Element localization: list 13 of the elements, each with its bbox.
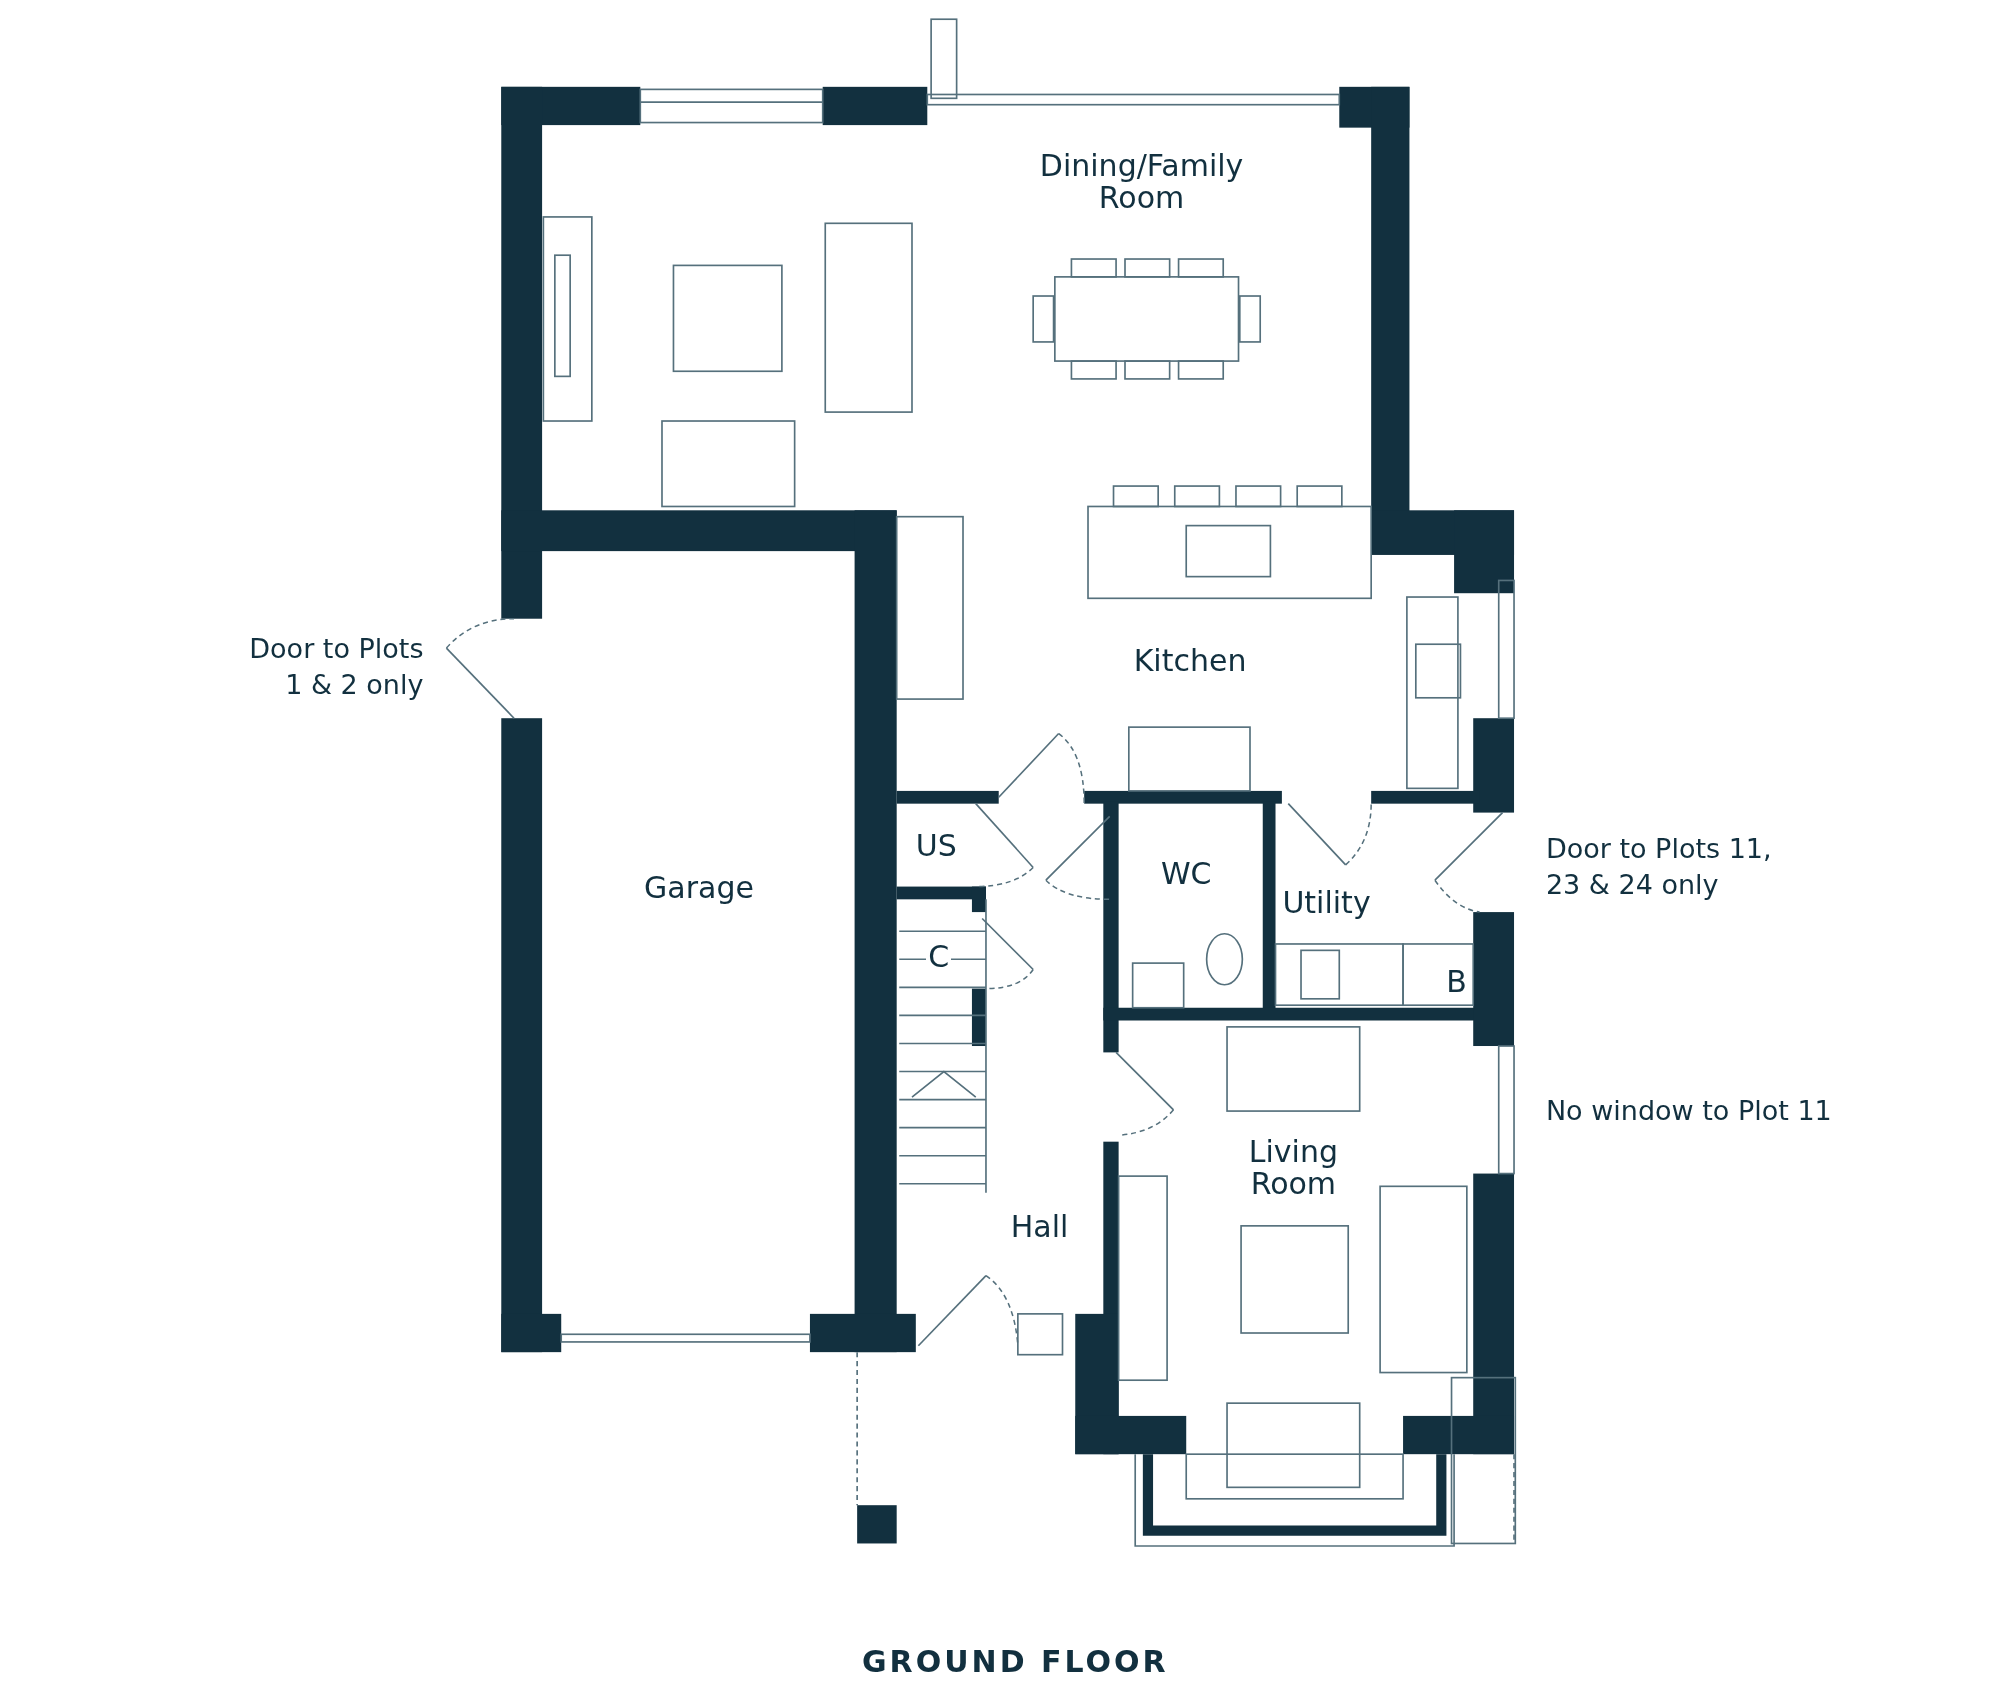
room-label: Dining/Family Room [1038,150,1245,215]
room-label: B [1446,966,1467,999]
note: No window to Plot 11 [1545,1093,1832,1128]
note: Door to Plots 11, 23 & 24 only [1545,832,1773,903]
note: Door to Plots 1 & 2 only [248,632,424,703]
plan-title: GROUND FLOOR [861,1644,1169,1680]
room-label: Utility [1282,887,1371,920]
room-label: Garage [644,871,754,904]
room-label: WC [1160,857,1212,890]
room-label: Kitchen [1133,644,1247,677]
room-label: US [915,829,957,862]
room-label: Living Room [1247,1136,1339,1201]
room-label: Hall [1010,1211,1069,1244]
